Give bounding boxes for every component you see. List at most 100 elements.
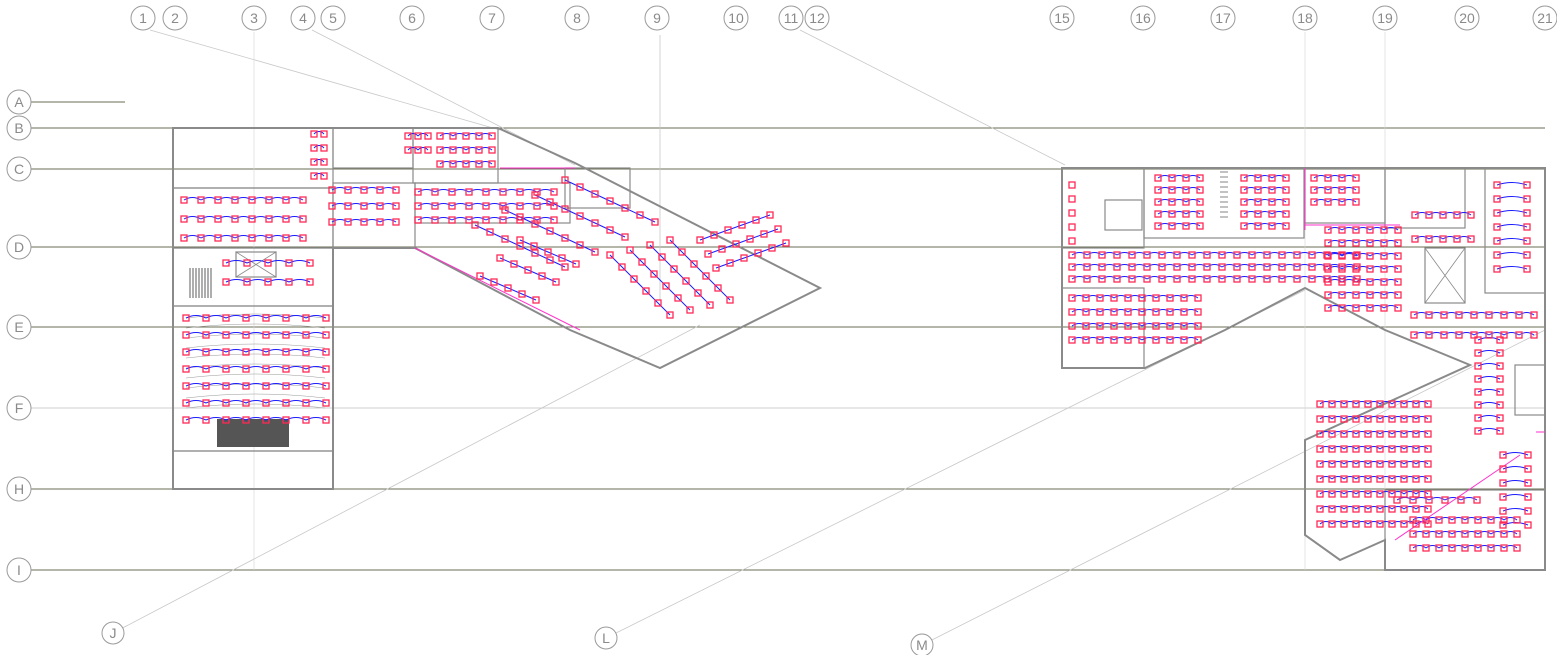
grid-bubble-label: 18 — [1297, 10, 1313, 26]
grid-bubble: 7 — [479, 5, 505, 31]
light-fixture — [1282, 210, 1290, 218]
light-fixture — [1493, 237, 1501, 245]
circuit-run — [1496, 238, 1528, 242]
circuit-run — [1243, 211, 1287, 215]
light-fixture — [1440, 311, 1448, 319]
light-fixture — [1340, 430, 1348, 438]
light-fixture — [376, 186, 384, 194]
circuit-run — [1477, 428, 1501, 432]
light-fixture — [1113, 251, 1121, 259]
light-fixture — [1376, 490, 1384, 498]
light-fixture — [1218, 251, 1226, 259]
light-fixture — [516, 188, 524, 196]
light-fixture — [282, 399, 290, 407]
light-fixture — [1188, 275, 1196, 283]
light-fixture — [1412, 415, 1420, 423]
grid-bubble-circle — [290, 5, 316, 31]
light-fixture — [1448, 544, 1456, 552]
light-fixture — [550, 188, 558, 196]
light-fixture — [1278, 263, 1286, 271]
light-fixture — [476, 272, 484, 280]
light-fixture — [482, 188, 490, 196]
light-fixture — [248, 215, 256, 223]
grid-bubble-circle — [101, 621, 125, 645]
light-fixture — [1154, 174, 1162, 182]
light-fixture — [1487, 516, 1495, 524]
light-fixture — [1412, 400, 1420, 408]
diagonal-axis-line — [921, 329, 1546, 646]
light-fixture — [726, 259, 734, 267]
light-fixture — [1233, 275, 1241, 283]
circuit-run — [629, 249, 691, 311]
light-fixture — [1364, 430, 1372, 438]
light-fixture — [1324, 174, 1332, 182]
light-fixture — [1461, 544, 1469, 552]
light-fixture — [1499, 465, 1507, 473]
light-fixture — [1068, 322, 1076, 330]
circuit-run — [1071, 264, 1358, 268]
light-fixture — [1352, 490, 1360, 498]
circuit-run — [1319, 461, 1429, 465]
light-fixture — [1352, 174, 1360, 182]
light-fixture — [462, 146, 470, 154]
light-fixture — [1394, 226, 1402, 234]
light-fixture — [499, 188, 507, 196]
light-fixture — [1233, 251, 1241, 259]
grid-bubble: I — [6, 557, 32, 583]
light-fixture — [1168, 210, 1176, 218]
light-fixture — [1424, 430, 1432, 438]
light-fixture — [465, 216, 473, 224]
light-fixture — [1352, 278, 1360, 286]
light-fixture — [1068, 336, 1076, 344]
circuit-run — [1157, 223, 1201, 227]
light-fixture — [1500, 544, 1508, 552]
circuit-run — [1496, 210, 1528, 214]
room-outline — [332, 127, 414, 169]
light-fixture — [448, 202, 456, 210]
light-fixture — [306, 259, 314, 267]
light-fixture — [1254, 222, 1262, 230]
light-fixture — [1173, 275, 1181, 283]
light-fixture — [1410, 311, 1418, 319]
light-fixture — [1180, 308, 1188, 316]
circuit-run — [534, 194, 626, 238]
light-fixture — [1364, 490, 1372, 498]
light-fixture — [561, 176, 569, 184]
light-fixture — [1353, 251, 1361, 259]
grid-bubble-circle — [6, 115, 32, 141]
light-fixture — [626, 246, 634, 254]
light-fixture — [1324, 239, 1332, 247]
light-fixture — [1338, 198, 1346, 206]
light-fixture — [1338, 304, 1346, 312]
light-fixture — [1263, 263, 1271, 271]
light-fixture — [533, 202, 541, 210]
light-fixture — [1143, 263, 1151, 271]
grid-bubble: 20 — [1454, 5, 1480, 31]
light-fixture — [202, 382, 210, 390]
circuit-run — [474, 224, 566, 268]
light-fixture — [1499, 507, 1507, 515]
circuit-run — [1243, 223, 1287, 227]
light-fixture — [1166, 308, 1174, 316]
light-fixture — [606, 197, 614, 205]
light-fixture — [724, 226, 732, 234]
light-fixture — [1168, 198, 1176, 206]
circuit-run — [313, 159, 325, 163]
light-fixture — [690, 260, 698, 268]
light-fixture — [1352, 505, 1360, 513]
light-fixture — [462, 160, 470, 168]
light-fixture — [501, 235, 509, 243]
light-fixture — [1524, 521, 1532, 529]
light-fixture — [710, 231, 718, 239]
light-fixture — [1376, 505, 1384, 513]
light-fixture — [1282, 198, 1290, 206]
light-fixture — [1180, 322, 1188, 330]
grid-bubble-label: I — [17, 562, 21, 578]
light-fixture — [1424, 505, 1432, 513]
light-fixture — [1411, 211, 1419, 219]
light-fixture — [1324, 278, 1332, 286]
light-fixture — [282, 196, 290, 204]
light-fixture — [1441, 496, 1449, 504]
light-fixture — [1194, 336, 1202, 344]
light-fixture — [322, 331, 330, 339]
